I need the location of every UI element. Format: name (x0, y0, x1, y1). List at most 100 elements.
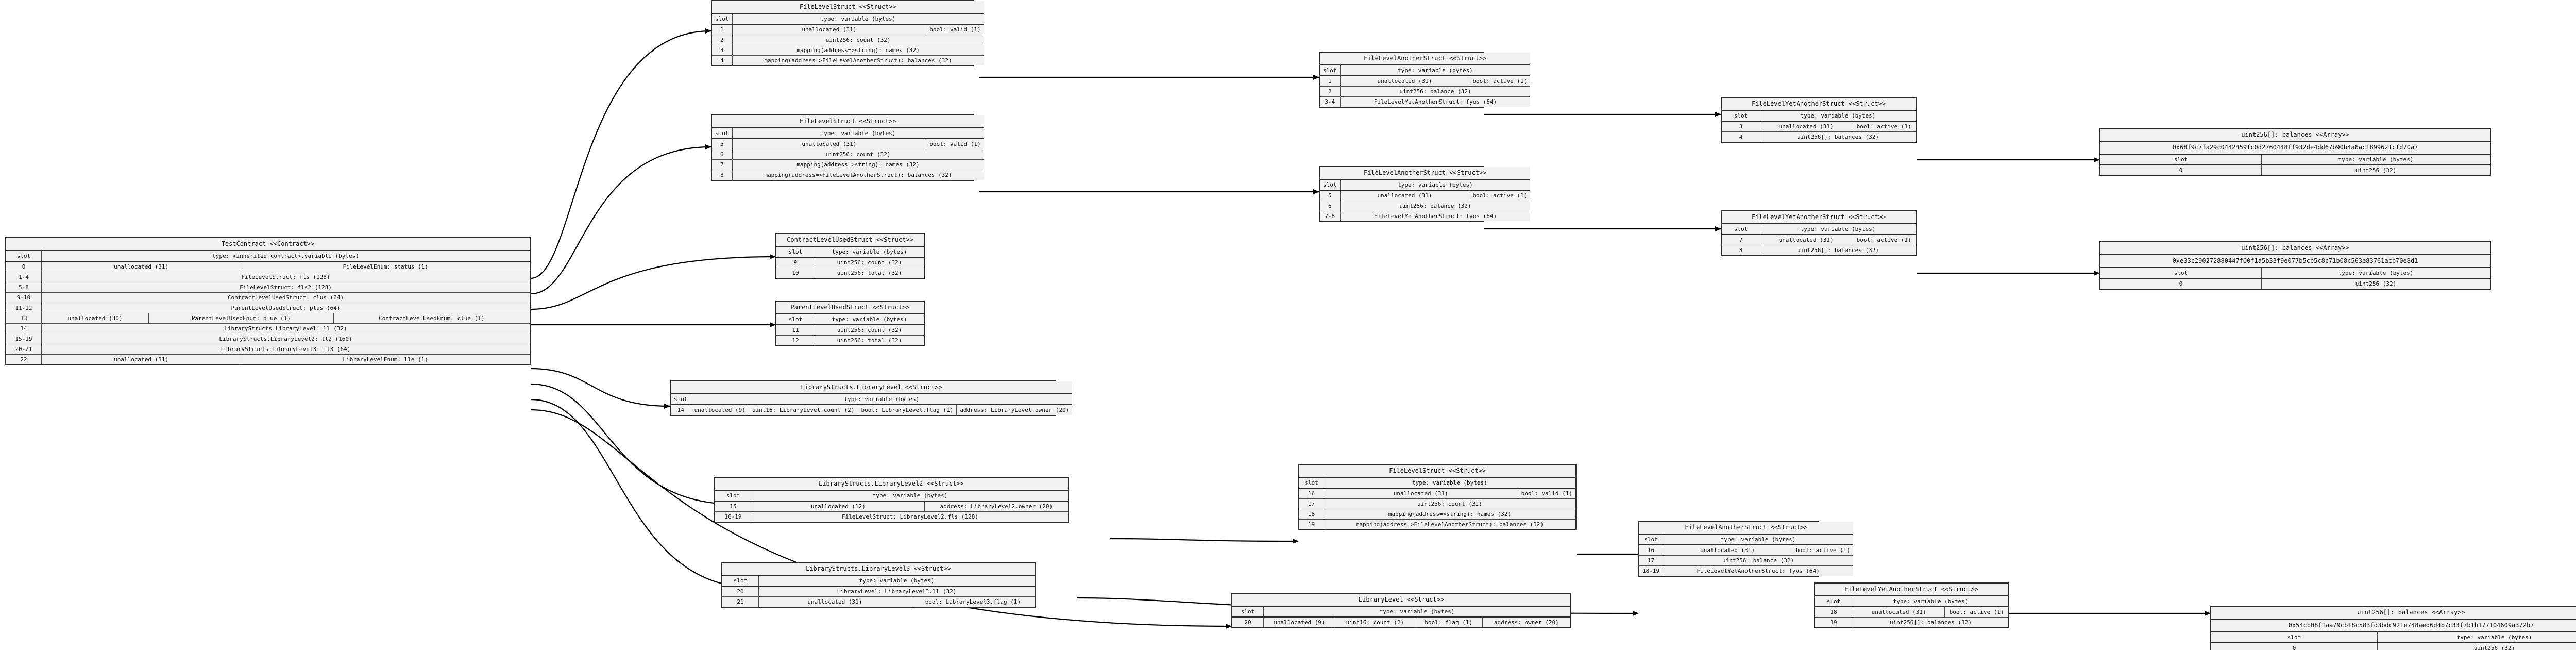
node-arr2[interactable]: uint256[]: balances <<Array>>0xe33c29027… (2099, 241, 2491, 290)
node-fyas3[interactable]: FileLevelYetAnotherStruct <<Struct>>slot… (1814, 582, 2009, 628)
variable-cell: LibraryStructs.LibraryLevel3: ll3 (64) (41, 344, 530, 355)
variable-cell: FileLevelYetAnotherStruct: fyos (64) (1663, 565, 1854, 576)
slot-cell: 1 (1320, 75, 1341, 87)
variable-cell: LibraryStructs.LibraryLevel2: ll2 (160) (41, 334, 530, 344)
variable-cell: uint256 (32) (2261, 164, 2490, 175)
node-arr3[interactable]: uint256[]: balances <<Array>>0x54cb08f1a… (2210, 606, 2576, 650)
variable-cell: uint256: total (32) (815, 268, 924, 278)
variable-cell: bool: flag (1) (1414, 616, 1483, 627)
variable-cell: unallocated (30) (41, 313, 149, 324)
slot-cell: 6 (712, 149, 733, 160)
slot-cell: 9-10 (6, 292, 42, 303)
node-ll2[interactable]: LibraryStructs.LibraryLevel2 <<Struct>>s… (714, 477, 1069, 523)
node-fyas2[interactable]: FileLevelYetAnotherStruct <<Struct>>slot… (1721, 210, 1917, 256)
variable-cell: mapping(address=>FileLevelAnotherStruct)… (732, 170, 984, 180)
column-header: slot (1299, 477, 1324, 489)
slot-cell: 15-19 (6, 334, 42, 344)
node-title: FileLevelStruct <<Struct>> (1299, 465, 1575, 478)
slot-cell: 4 (1722, 131, 1760, 142)
node-ll3[interactable]: LibraryStructs.LibraryLevel3 <<Struct>>s… (721, 562, 1036, 608)
column-header: type: variable (bytes) (1760, 223, 1916, 235)
column-header: slot (1639, 534, 1664, 545)
node-title: FileLevelStruct <<Struct>> (712, 115, 984, 128)
variable-cell: unallocated (31) (41, 261, 242, 272)
variable-cell: FileLevelStruct: fls2 (128) (41, 282, 530, 293)
variable-cell: ContractLevelUsedStruct: clus (64) (41, 292, 530, 303)
column-header: slot (671, 393, 691, 405)
column-header: slot (776, 313, 815, 325)
variable-cell: bool: active (1) (1852, 234, 1916, 245)
slot-cell: 12 (776, 335, 815, 345)
variable-cell: LibraryLevel: LibraryLevel3.ll (32) (758, 586, 1035, 597)
slot-cell: 16 (1299, 488, 1324, 499)
slot-cell: 14 (671, 404, 691, 415)
node-ll[interactable]: LibraryStructs.LibraryLevel <<Struct>>sl… (670, 380, 1073, 416)
slot-cell: 19 (1299, 519, 1324, 529)
column-header: type: variable (bytes) (2261, 154, 2490, 165)
node-arr1[interactable]: uint256[]: balances <<Array>>0x68f9c7fa2… (2099, 128, 2491, 176)
node-fyas1[interactable]: FileLevelYetAnotherStruct <<Struct>>slot… (1721, 97, 1917, 143)
slot-cell: 21 (722, 596, 759, 607)
